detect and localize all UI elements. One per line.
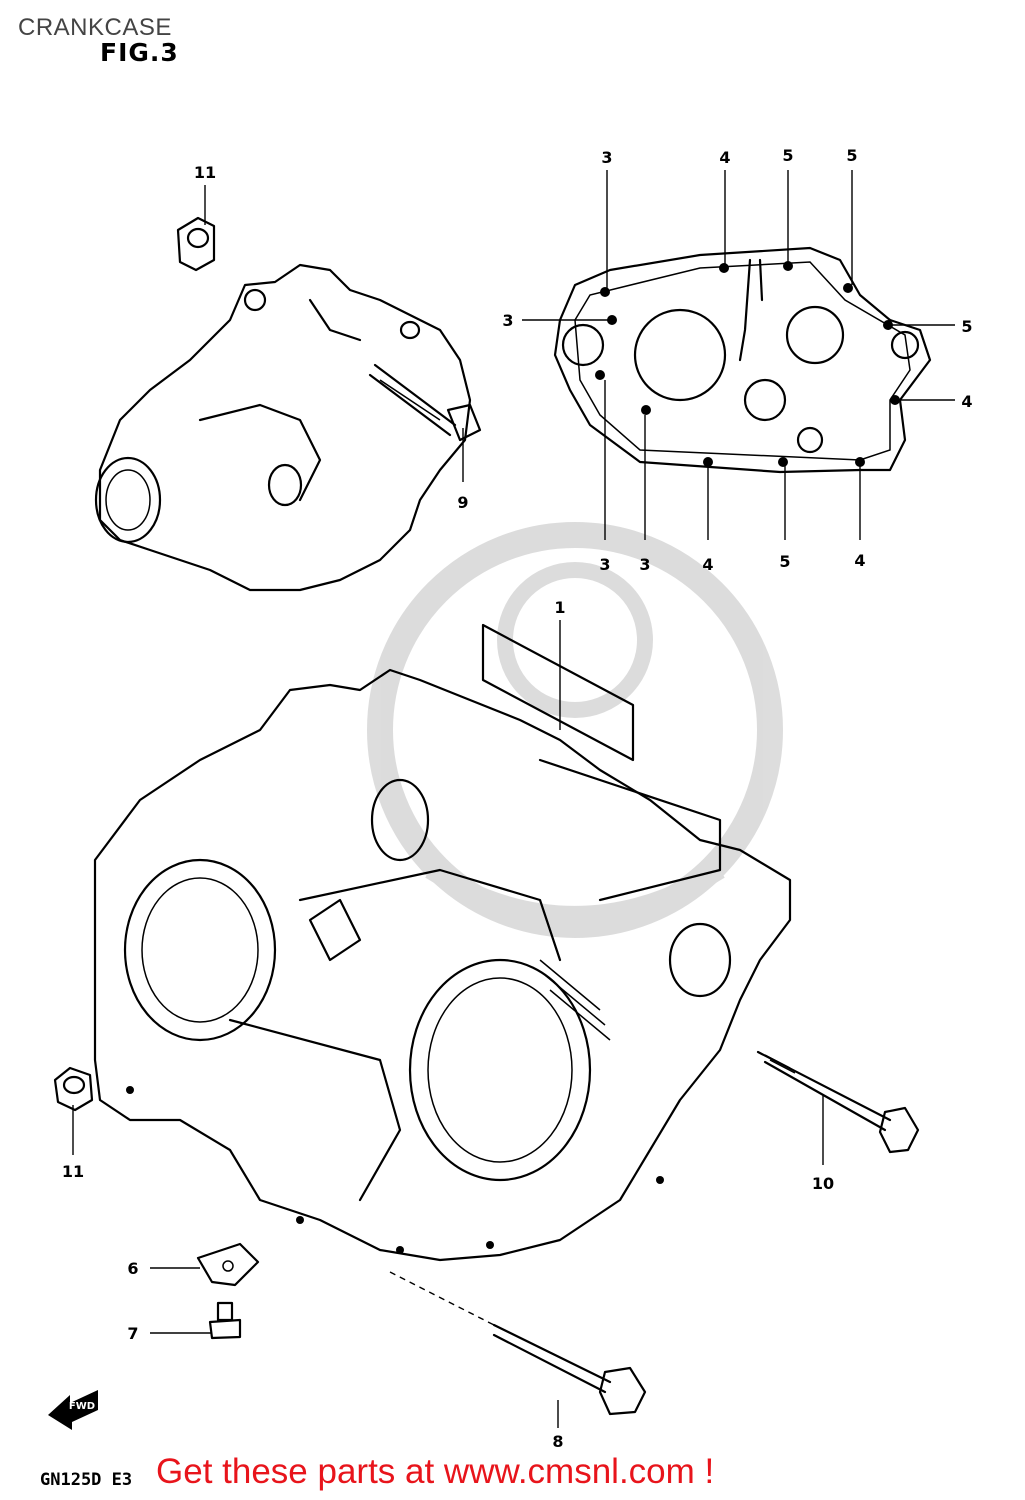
callout-11: 11 — [194, 163, 216, 182]
part-7-bolt[interactable] — [208, 1301, 242, 1340]
part-1-crankcase-set[interactable] — [93, 668, 792, 1262]
callout-3: 3 — [639, 555, 650, 574]
callout-4: 4 — [854, 551, 865, 570]
callout-10: 10 — [812, 1174, 834, 1193]
callout-9: 9 — [457, 493, 468, 512]
callout-5: 5 — [961, 317, 972, 336]
part-6-clamp[interactable] — [196, 1242, 260, 1287]
callout-3: 3 — [502, 311, 513, 330]
callout-7: 7 — [127, 1324, 138, 1343]
callout-5: 5 — [846, 146, 857, 165]
callout-4: 4 — [719, 148, 730, 167]
promo-link[interactable]: Get these parts at www.cmsnl.com ! — [156, 1452, 715, 1491]
callout-3: 3 — [601, 148, 612, 167]
part-11-grommet-lower[interactable] — [53, 1066, 94, 1112]
part-10-bolt[interactable] — [756, 1050, 920, 1154]
fwd-arrow-icon — [48, 1390, 98, 1430]
page-title: CRANKCASE — [18, 14, 172, 41]
part-8-bolt[interactable] — [492, 1323, 647, 1416]
part-1-label-sheet — [481, 623, 635, 762]
callout-4: 4 — [961, 392, 972, 411]
callout-4: 4 — [702, 555, 713, 574]
part-11-grommet-upper[interactable] — [176, 216, 216, 272]
part-9-left-case-upper[interactable] — [94, 263, 482, 592]
crankcase-gasket[interactable] — [553, 246, 932, 474]
model-code: GN125D E3 — [40, 1470, 133, 1490]
figure-label: FIG.3 — [100, 38, 179, 67]
fwd-label: FWD — [69, 1401, 95, 1412]
watermark-logo — [367, 522, 783, 938]
callout-leaders — [72, 170, 955, 1428]
callout-8: 8 — [552, 1432, 563, 1451]
callout-1: 1 — [554, 598, 565, 617]
callout-5: 5 — [782, 146, 793, 165]
callout-3: 3 — [599, 555, 610, 574]
callout-6: 6 — [127, 1259, 138, 1278]
callout-11: 11 — [62, 1162, 84, 1181]
callout-5: 5 — [779, 552, 790, 571]
